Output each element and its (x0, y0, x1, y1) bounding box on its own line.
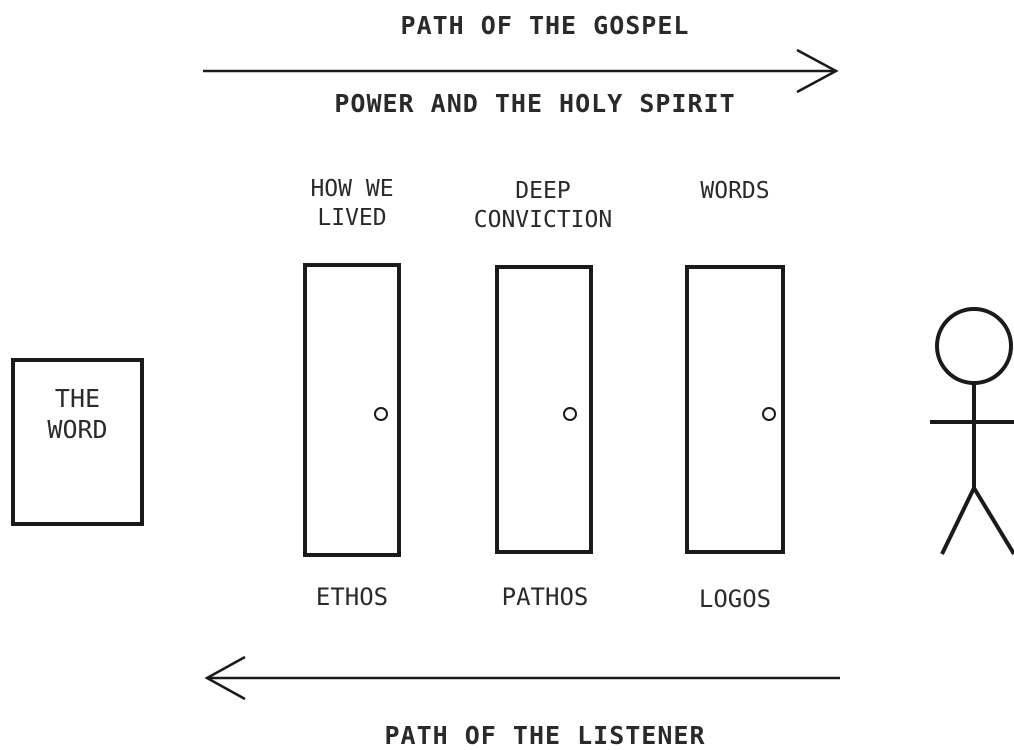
the-word-box (11, 358, 144, 526)
door-1-caption: HOW WE LIVED (310, 176, 394, 231)
right-arrow (203, 48, 839, 94)
door-knob-icon (374, 407, 388, 421)
path-of-listener-label: PATH OF THE LISTENER (384, 721, 706, 750)
door-ethos (303, 263, 401, 557)
power-holy-spirit-label: POWER AND THE HOLY SPIRIT (334, 89, 736, 118)
door-pathos (495, 265, 593, 554)
listener-figure-icon (930, 307, 1014, 556)
door-2-caption: DEEP CONVICTION (473, 178, 613, 233)
path-of-gospel-label: PATH OF THE GOSPEL (400, 11, 690, 40)
door-knob-icon (563, 407, 577, 421)
the-word-label: THE WORD (47, 384, 108, 445)
left-arrow (204, 655, 840, 701)
door-1-type: ETHOS (315, 583, 389, 611)
door-knob-icon (762, 407, 776, 421)
door-3-caption: WORDS (700, 178, 770, 204)
door-2-type: PATHOS (501, 583, 589, 611)
door-logos (685, 265, 785, 554)
door-3-type: LOGOS (698, 585, 772, 613)
